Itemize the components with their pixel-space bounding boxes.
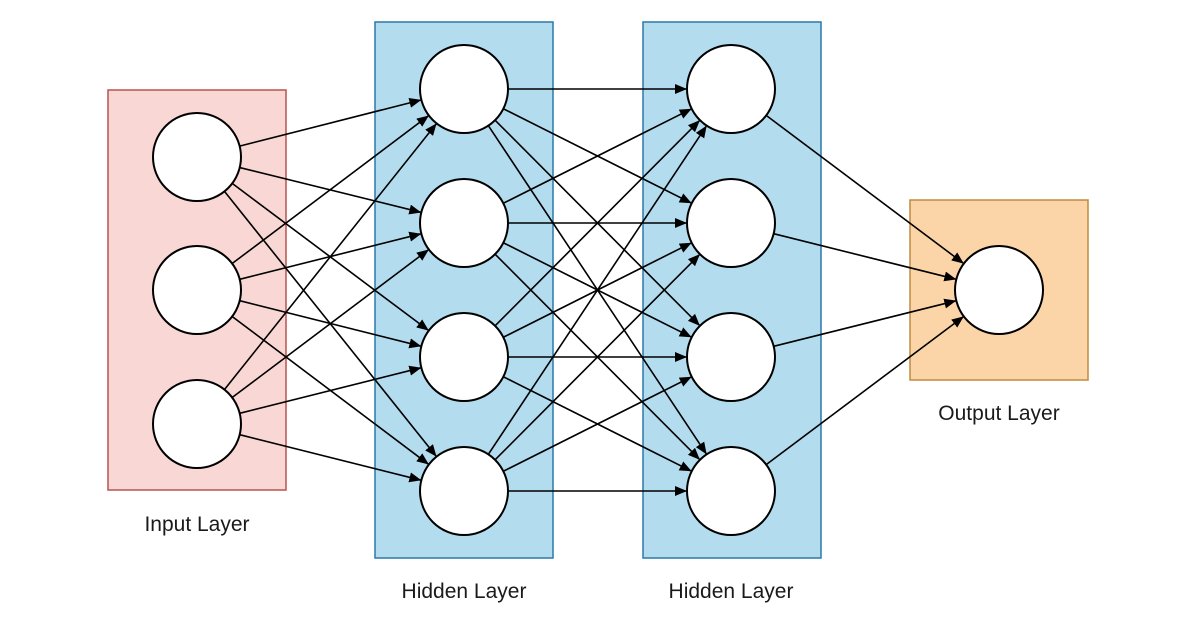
- input-node-0: [152, 112, 242, 202]
- edge-hidden2-3-to-output-0: [765, 316, 964, 466]
- edge-input-2-to-hidden1-1: [231, 249, 429, 399]
- connections: [223, 84, 964, 496]
- edge-input-2-to-hidden1-3: [239, 433, 422, 483]
- neurons: [152, 44, 1044, 536]
- hidden2-node-2: [686, 312, 776, 402]
- edge-hidden1-3-to-hidden2-0: [487, 125, 707, 455]
- hidden2-node-0: [686, 44, 776, 134]
- input-node-1: [152, 245, 242, 335]
- input-layer-label: Input Layer: [144, 513, 249, 536]
- hidden-layer-1-label: Hidden Layer: [402, 580, 527, 603]
- hidden2-node-3: [686, 446, 776, 536]
- hidden1-node-0: [419, 44, 509, 134]
- edge-input-1-to-hidden1-0: [231, 115, 429, 265]
- hidden1-node-1: [419, 178, 509, 268]
- hidden1-node-2: [419, 312, 509, 402]
- edge-input-2-to-hidden1-0: [223, 123, 437, 391]
- edge-hidden1-3-to-hidden2-1: [494, 254, 700, 461]
- hidden2-node-1: [686, 178, 776, 268]
- edge-hidden2-1-to-output-0: [773, 232, 957, 282]
- output-layer-label: Output Layer: [938, 402, 1059, 425]
- edge-hidden1-1-to-hidden2-0: [502, 108, 692, 204]
- edge-hidden2-0-to-output-0: [765, 114, 964, 264]
- input-node-2: [152, 379, 242, 469]
- edge-hidden1-3-to-hidden2-2: [502, 376, 692, 472]
- edge-hidden1-2-to-hidden2-0: [494, 120, 700, 327]
- hidden1-node-3: [419, 446, 509, 536]
- edge-input-0-to-hidden1-0: [239, 97, 422, 147]
- hidden-layer-2-label: Hidden Layer: [669, 580, 794, 603]
- edge-input-2-to-hidden1-2: [239, 365, 422, 415]
- output-node-0: [954, 245, 1044, 335]
- edge-hidden2-2-to-output-0: [773, 298, 957, 348]
